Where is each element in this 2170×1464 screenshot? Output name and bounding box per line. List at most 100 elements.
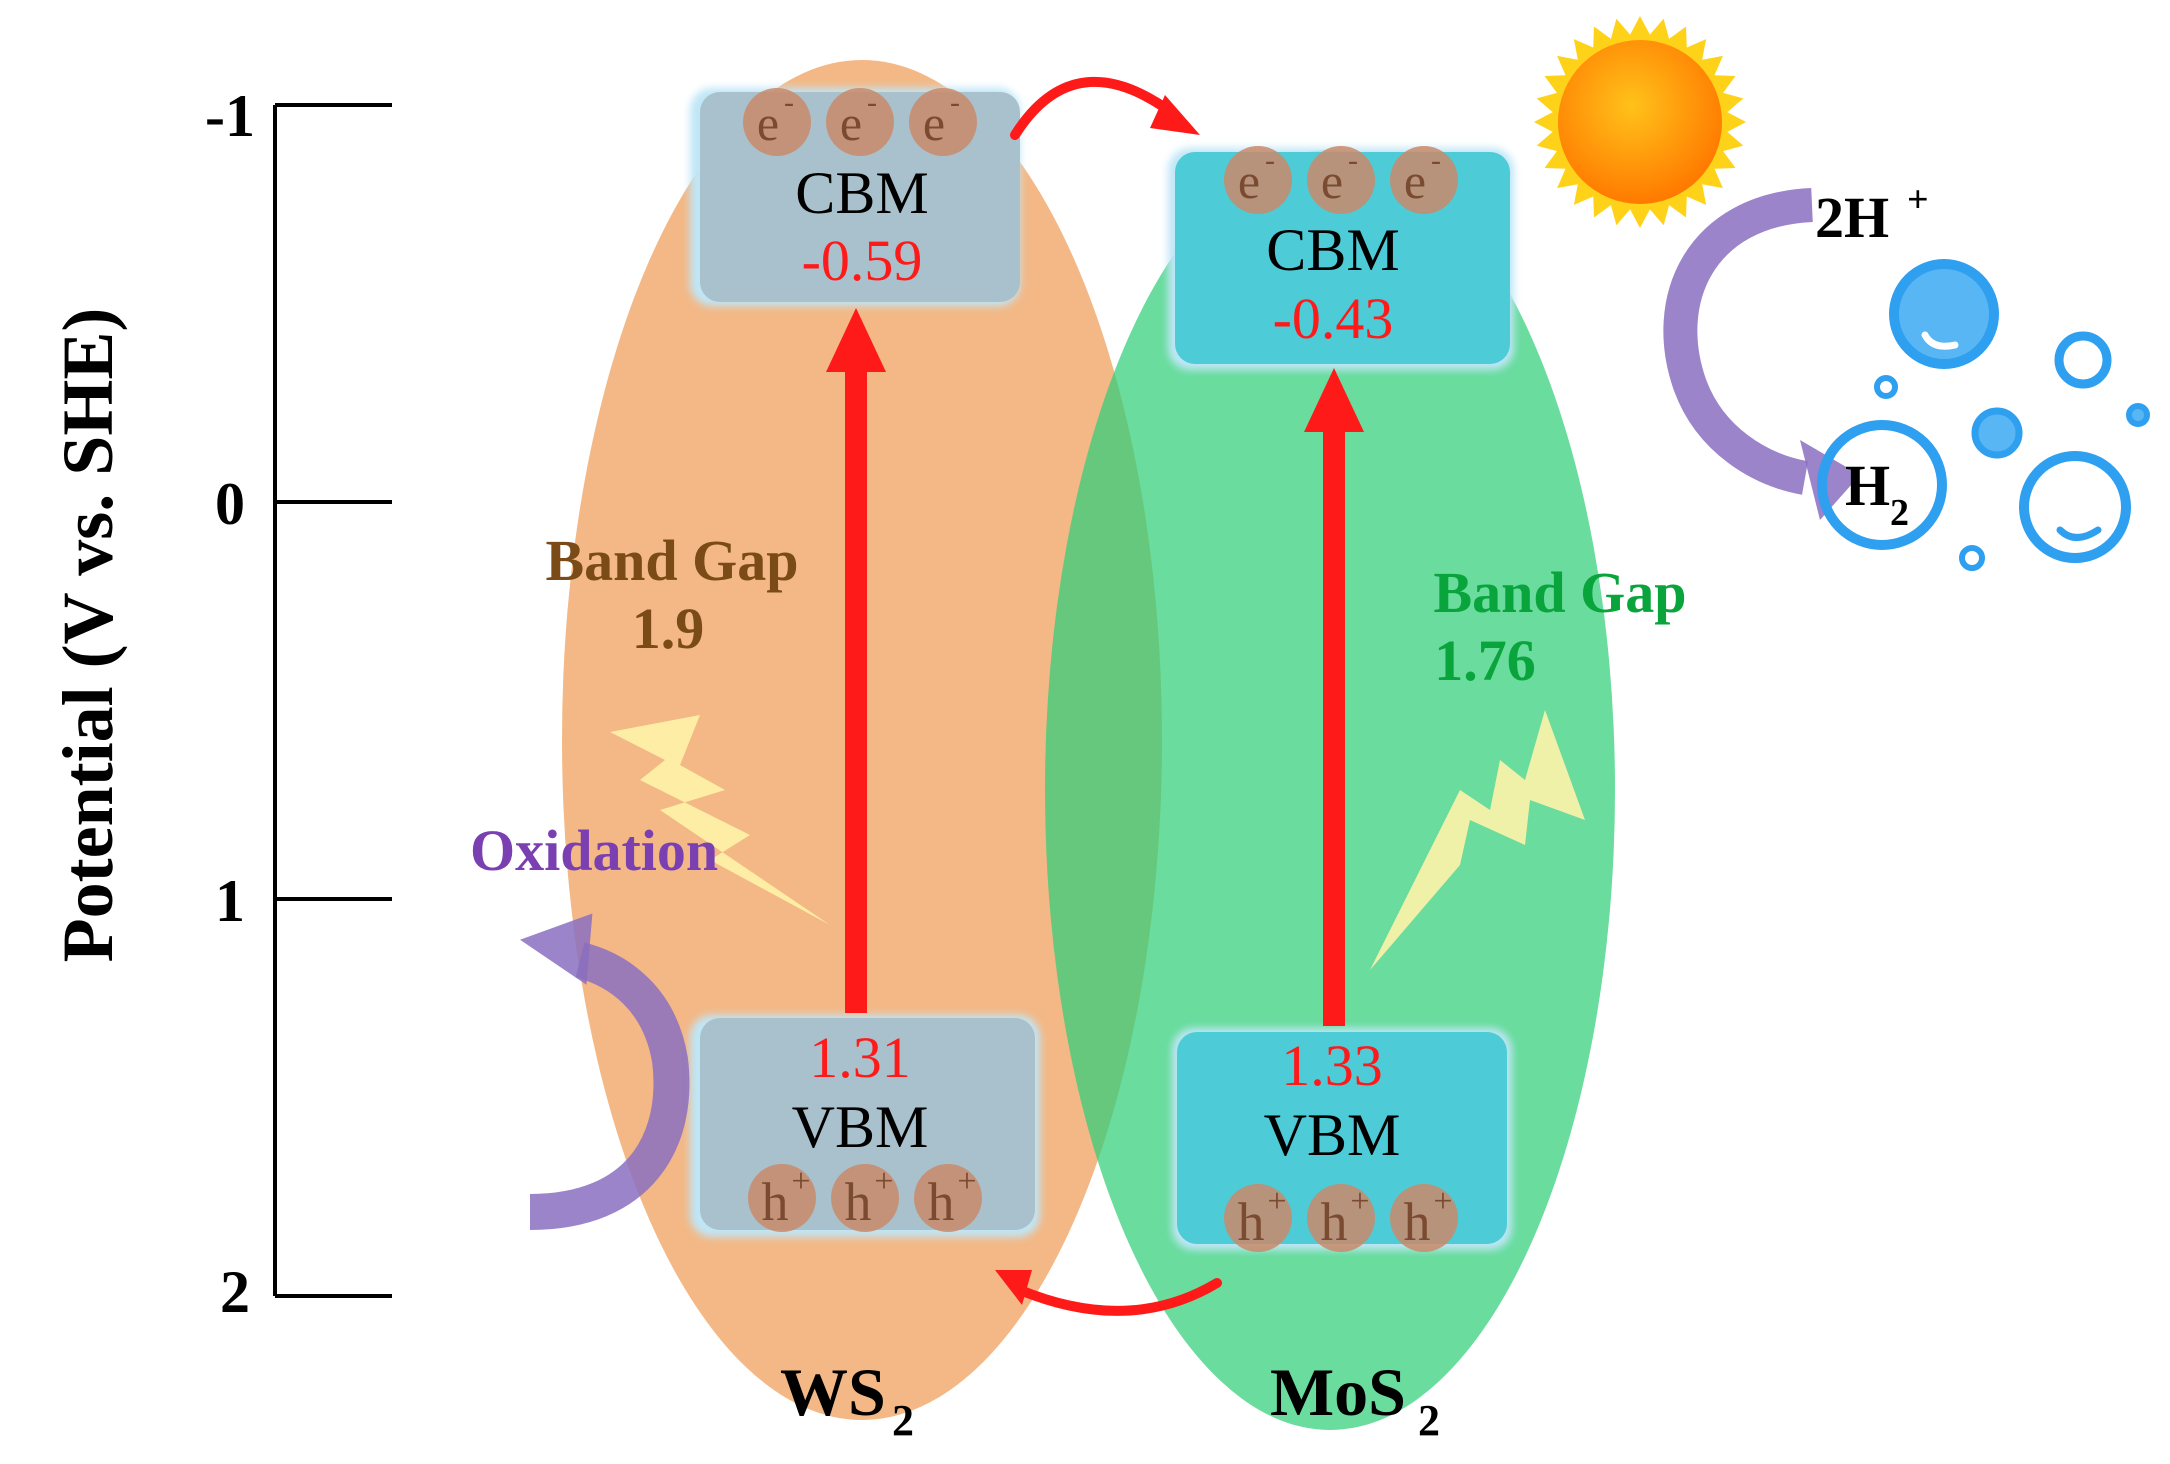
electron-dot xyxy=(1390,146,1458,214)
electron-charge: - xyxy=(867,86,877,119)
electron-transfer-arrow xyxy=(1010,77,1200,140)
mos2-vbm-box: 1.33 VBM h + h + h + xyxy=(1172,1028,1512,1252)
arrow-head xyxy=(995,1270,1032,1305)
bubble-icon xyxy=(1889,259,1999,369)
hole-charge: + xyxy=(957,1163,976,1200)
arrow-shaft xyxy=(1323,428,1345,1026)
lightning-bolt-icon xyxy=(1370,710,1585,970)
hole-symbol: h xyxy=(1321,1192,1348,1252)
electron-dot xyxy=(1307,146,1375,214)
hole-symbol: h xyxy=(845,1172,872,1232)
hole-transfer-arrow xyxy=(995,1270,1222,1316)
tick-label: 2 xyxy=(220,1259,250,1325)
ws2-name-subscript: 2 xyxy=(892,1396,914,1445)
arrow-curve xyxy=(1015,1278,1222,1316)
mos2-name-subscript: 2 xyxy=(1418,1396,1440,1445)
arrow-head xyxy=(1800,440,1860,520)
electron-charge: - xyxy=(784,86,794,119)
tick-label: 1 xyxy=(215,868,245,934)
bubble-icon xyxy=(1817,420,1947,550)
electron-symbol: e xyxy=(1404,153,1426,209)
vbm-value: 1.31 xyxy=(809,1025,911,1090)
hole-charge: + xyxy=(1433,1183,1452,1220)
electron-dot xyxy=(826,88,894,156)
electron-dot xyxy=(1224,146,1292,214)
electron-charge: - xyxy=(1431,144,1441,177)
tick-label: -1 xyxy=(205,83,255,149)
hole-dot xyxy=(831,1164,899,1232)
hole-charge: + xyxy=(1267,1183,1286,1220)
axis-title: Potential (V vs. SHE) xyxy=(48,308,128,963)
cbm-value: -0.59 xyxy=(802,228,923,293)
electron-dot xyxy=(909,88,977,156)
sun-icon xyxy=(1534,16,1746,228)
hole-symbol: h xyxy=(1238,1192,1265,1252)
mos2-band-gap-value: 1.76 xyxy=(1434,628,1536,693)
sun-core xyxy=(1558,40,1722,204)
electron-charge: - xyxy=(1265,144,1275,177)
hole-symbol: h xyxy=(1404,1192,1431,1252)
arrow-head xyxy=(520,913,593,985)
hole-dot xyxy=(748,1164,816,1232)
vbm-label: VBM xyxy=(792,1094,929,1160)
oxidation-label: Oxidation xyxy=(470,818,718,883)
proton-label: 2H xyxy=(1815,185,1889,250)
hole-dot xyxy=(1224,1184,1292,1252)
hydrogen-label: H xyxy=(1845,453,1890,518)
hydrogen-subscript: 2 xyxy=(1890,492,1909,534)
electron-dot xyxy=(743,88,811,156)
arrow-curve xyxy=(1663,188,1814,495)
potential-axis: -1 0 1 2 Potential (V vs. SHE) xyxy=(48,83,392,1325)
reduction-arrow xyxy=(1663,188,1860,520)
electron-symbol: e xyxy=(1238,153,1260,209)
bubble-icon xyxy=(2054,331,2112,389)
electron-symbol: e xyxy=(757,95,779,151)
hole-charge: + xyxy=(1350,1183,1369,1220)
bubble-shine xyxy=(2056,526,2102,541)
hole-dot xyxy=(914,1164,982,1232)
hole-symbol: h xyxy=(928,1172,955,1232)
vbm-value: 1.33 xyxy=(1281,1033,1383,1098)
mos2-excitation-arrow xyxy=(1304,368,1364,1026)
arrow-head xyxy=(1304,368,1364,432)
hole-dot xyxy=(1307,1184,1375,1252)
proton-charge: + xyxy=(1907,179,1929,221)
bubble-icon xyxy=(1959,545,1985,571)
hole-charge: + xyxy=(874,1163,893,1200)
electron-symbol: e xyxy=(1321,153,1343,209)
bubble-icon xyxy=(1971,407,2023,459)
ws2-excitation-arrow xyxy=(826,308,886,1013)
arrow-curve xyxy=(1010,77,1180,140)
hole-dot xyxy=(1390,1184,1458,1252)
mos2-name: MoS xyxy=(1270,1354,1406,1430)
hole-symbol: h xyxy=(762,1172,789,1232)
lightning-bolt-icon xyxy=(610,715,830,925)
bubble-icon xyxy=(2019,451,2131,563)
ws2-name: WS xyxy=(780,1354,886,1430)
electron-charge: - xyxy=(1348,144,1358,177)
tick-label: 0 xyxy=(215,471,245,537)
hole-charge: + xyxy=(791,1163,810,1200)
electron-charge: - xyxy=(950,86,960,119)
ws2-band-gap-value: 1.9 xyxy=(632,596,705,661)
bubble-icon xyxy=(2126,403,2150,427)
arrow-head xyxy=(826,308,886,372)
cbm-label: CBM xyxy=(1266,217,1399,283)
bubbles xyxy=(1817,259,2150,571)
oxidation-arrow xyxy=(520,913,690,1230)
cbm-label: CBM xyxy=(795,160,928,226)
mos2-band-gap-label: Band Gap xyxy=(1433,560,1686,625)
ws2-vbm-box: 1.31 VBM h + h + h + xyxy=(690,1015,1040,1237)
arrow-head xyxy=(1150,95,1200,135)
arrow-curve xyxy=(529,942,690,1230)
vbm-label: VBM xyxy=(1264,1102,1401,1168)
ws2-band-gap-label: Band Gap xyxy=(545,528,798,593)
bubble-icon xyxy=(1874,375,1898,399)
ws2-cbm-box: e - e - e - CBM -0.59 xyxy=(690,86,1020,306)
cbm-value: -0.43 xyxy=(1273,286,1394,351)
bubble-shine xyxy=(1921,331,1959,350)
arrow-shaft xyxy=(845,368,867,1013)
mos2-cbm-box: e - e - e - CBM -0.43 xyxy=(1168,144,1514,370)
electron-symbol: e xyxy=(840,95,862,151)
